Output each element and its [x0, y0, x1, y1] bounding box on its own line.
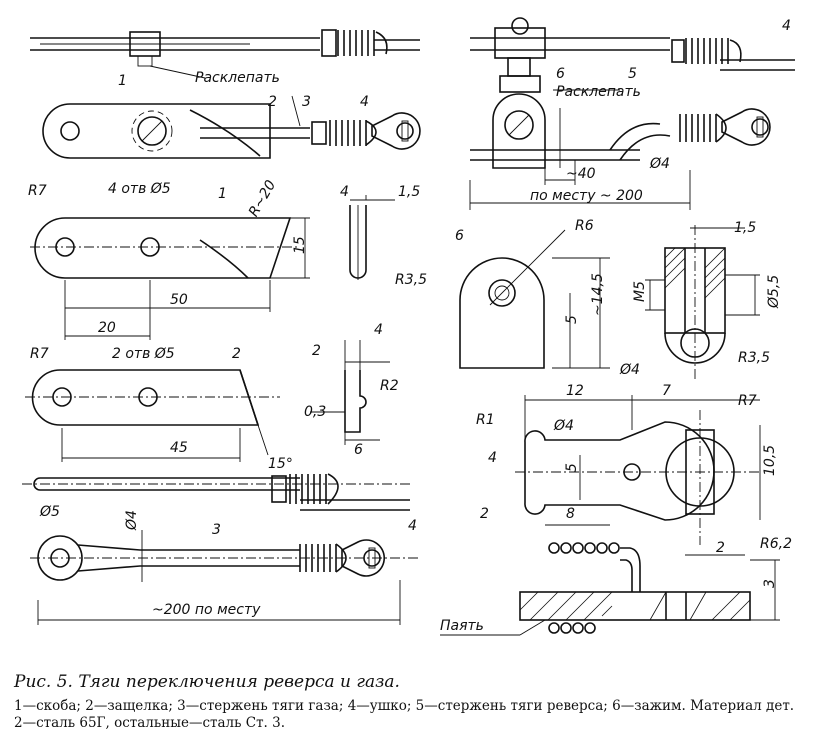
label-rivet-1: Расклепать	[195, 70, 280, 86]
dim-1-5-a: 1,5	[398, 184, 420, 200]
label-solder: Паять	[440, 618, 484, 634]
label-part-4: 4	[360, 94, 369, 110]
dim-40: ~40	[566, 166, 596, 182]
spring-coil-mid-right	[679, 113, 727, 143]
dim-2-a: 2	[312, 343, 321, 359]
label-dia-5-5: Ø5,5	[766, 275, 782, 309]
label-r3-5-a: R3,5	[395, 272, 427, 288]
dim-12: 12	[566, 383, 584, 399]
caption-body: 1—скоба; 2—защелка; 3—стержень тяги газа…	[14, 698, 795, 731]
label-part-3: 3	[302, 94, 311, 110]
label-part-2-detail: 2	[232, 346, 241, 362]
dim-200-top: по месту ~ 200	[530, 188, 643, 204]
label-4-holes: 4 отв Ø5	[108, 181, 171, 197]
label-2-holes: 2 отв Ø5	[112, 346, 175, 362]
eye-detail	[440, 395, 780, 636]
label-r7-c: R7	[738, 393, 757, 409]
label-part-2: 2	[268, 94, 277, 110]
dim-8: 8	[566, 506, 575, 522]
spring-coil-top-right	[671, 38, 795, 71]
caption-title: Рис. 5. Тяги переключения реверса и газа…	[14, 672, 400, 692]
label-part-3-lower: 3	[212, 522, 221, 538]
label-part-6-detail: 6	[455, 228, 464, 244]
label-dia-4-top: Ø4	[649, 156, 670, 172]
label-r6: R6	[575, 218, 594, 234]
figure-caption: Рис. 5. Тяги переключения реверса и газа…	[14, 672, 804, 732]
dim-3: 3	[762, 579, 778, 588]
dim-50: 50	[170, 292, 188, 308]
label-r7-b: R7	[30, 346, 49, 362]
dim-4-a: 4	[340, 184, 349, 200]
drawing-labels: 1 2 3 4 Расклепать 4 5 6 Расклепать ~40 …	[28, 18, 792, 634]
label-part-1-detail: 1	[218, 186, 227, 202]
solder-section	[440, 542, 780, 636]
clamp-section	[645, 225, 760, 380]
label-r6-2: R6,2	[760, 536, 792, 552]
label-r7-a: R7	[28, 183, 47, 199]
spring-coil-mid-left	[311, 120, 377, 146]
label-m5: M5	[632, 281, 648, 302]
label-part-4-lower: 4	[408, 518, 417, 534]
assembly-view-top-left	[30, 29, 421, 159]
label-part-4-detail: 4	[488, 450, 497, 466]
technical-drawing: 1 2 3 4 Расклепать 4 5 6 Расклепать ~40 …	[22, 17, 795, 636]
label-rivet-2: Расклепать	[556, 84, 641, 100]
label-part-6: 6	[556, 66, 565, 82]
label-part-5: 5	[628, 66, 637, 82]
dim-10-5: 10,5	[762, 445, 778, 476]
dim-14-5: ~14,5	[590, 273, 606, 316]
label-r2: R2	[380, 378, 399, 394]
dim-2-c: 2	[716, 540, 725, 556]
label-r20: R~20	[246, 178, 280, 220]
dim-0-3: 0,3	[304, 404, 326, 420]
label-r1: R1	[476, 412, 495, 428]
dim-2-b: 2	[480, 506, 489, 522]
dim-45: 45	[170, 440, 188, 456]
spring-coil-top-left	[321, 29, 420, 57]
dim-200-bottom: ~200 по месту	[152, 602, 261, 618]
dim-5-b: 5	[564, 463, 580, 472]
label-angle-15: 15°	[268, 456, 293, 472]
label-dia-4-b: Ø4	[619, 362, 640, 378]
label-part-4-top: 4	[782, 18, 791, 34]
dim-6: 6	[354, 442, 363, 458]
label-part-1: 1	[118, 73, 127, 89]
assembly-view-top-right	[469, 17, 795, 210]
label-r3-5-b: R3,5	[738, 350, 770, 366]
dim-1-5-b: 1,5	[734, 220, 756, 236]
bracket-detail	[30, 195, 395, 340]
latch-detail	[25, 340, 390, 462]
dim-7: 7	[662, 383, 671, 399]
dim-4-b: 4	[374, 322, 383, 338]
assembly-view-lower	[22, 473, 420, 625]
clamp-detail	[459, 225, 760, 380]
dim-15: 15	[292, 236, 308, 254]
label-dia-4-c: Ø4	[553, 418, 574, 434]
dim-20: 20	[98, 320, 116, 336]
dim-5-a: 5	[564, 315, 580, 324]
label-dia-4-d: Ø4	[124, 510, 140, 531]
label-dia-5: Ø5	[39, 504, 60, 520]
